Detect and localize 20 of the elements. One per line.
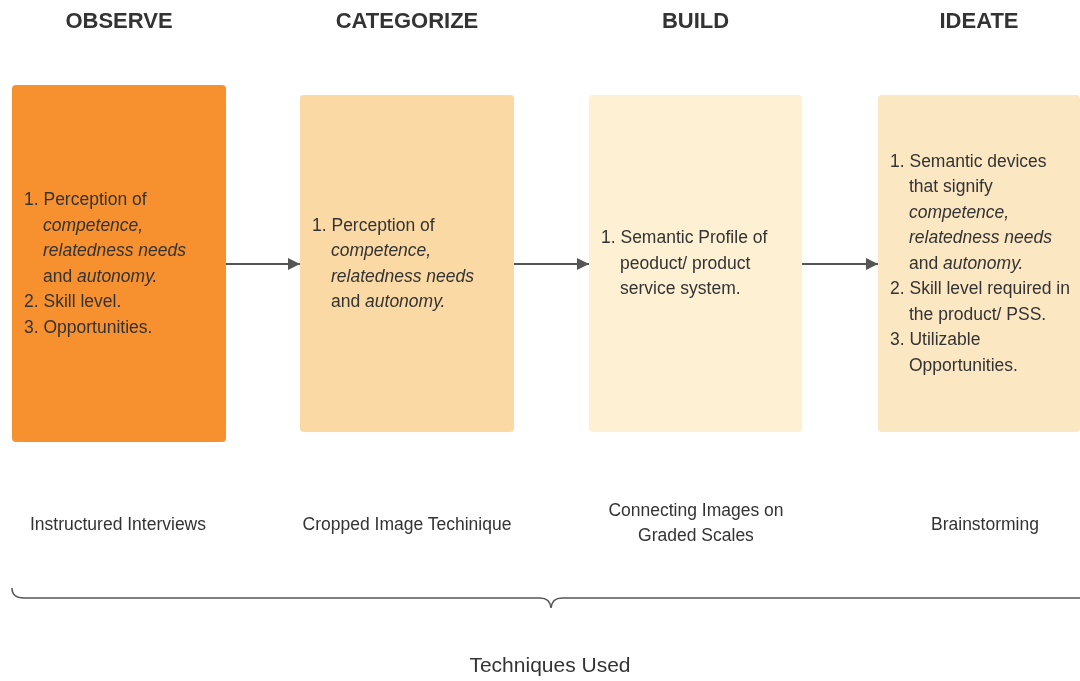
stage-heading: BUILD [660,8,731,34]
arrow [225,258,301,270]
arrow [513,258,590,270]
technique-label: Brainstorming [930,513,1040,536]
technique-label: Cropped Image Techinique [301,513,513,536]
list-item: 2. Skill level required in the product/ PSS. [890,277,1071,326]
stage-heading: IDEATE [938,8,1020,34]
list-item: 3. Utilizable Opportunities. [890,328,1019,377]
list-item: 1. Perception of competence, relatedness needs and autonomy. [312,213,476,313]
stage-heading: CATEGORIZE [334,8,480,34]
list-item: 1. Perception of competence, relatedness needs and autonomy. [24,188,188,288]
caption: Techniques Used [468,652,632,677]
list-item: 1. Semantic Profile of peoduct/ product service system. [601,226,769,301]
list-item: 3. Opportunities. [24,315,154,339]
stage-heading: OBSERVE [64,8,174,34]
list-item: 1. Semantic devices that signify competence, relatedness needs and autonomy. [890,149,1054,275]
arrow [801,258,879,270]
list-item: 2. Skill level. [24,290,123,313]
technique-label: Instructured Interviews [28,513,207,536]
technique-label: Connecting Images on Graded Scales [607,499,785,547]
